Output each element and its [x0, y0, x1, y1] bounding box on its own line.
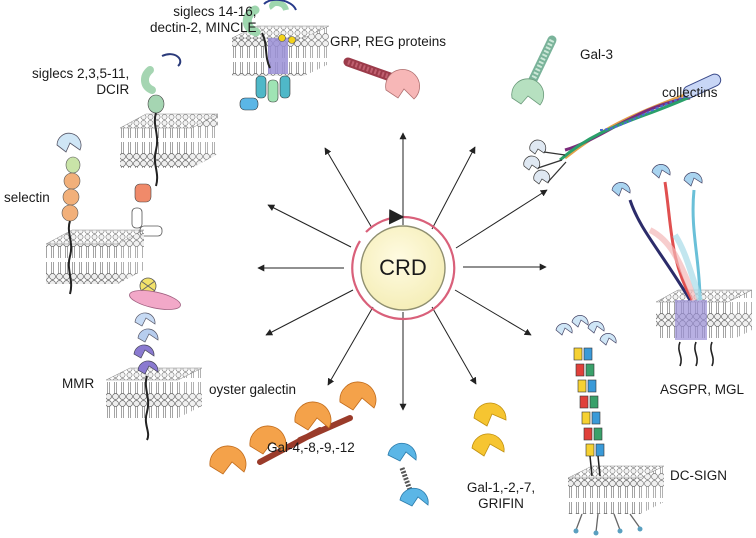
arrow-dcsign — [454, 289, 532, 336]
arrows — [257, 132, 548, 411]
siglec14-protein — [231, 0, 330, 111]
oyster-galectin-protein — [209, 381, 377, 475]
crd-center — [351, 209, 456, 321]
label-selectin: selectin — [4, 190, 50, 205]
label-grp-reg: GRP, REG proteins — [330, 34, 447, 49]
asgpr-protein — [611, 164, 753, 367]
arrow-collectins — [455, 189, 548, 249]
label-gal4: Gal-4,-8,-9,-12 — [267, 440, 355, 455]
label-gal1: Gal-1,-2,-7, GRIFIN — [466, 480, 536, 511]
label-dcsign: DC-SIGN — [670, 468, 727, 483]
label-siglecs-14-16: siglecs 14-16, dectin-2, MINCLE — [150, 4, 257, 35]
arrow-siglecs14 — [324, 147, 373, 229]
grp-protein — [343, 57, 420, 100]
label-gal3: Gal-3 — [580, 47, 614, 62]
arrow-gal3 — [431, 146, 476, 230]
siglec2-protein — [119, 53, 219, 237]
label-siglecs-2-11: siglecs 2,3,5-11, DCIR — [32, 66, 130, 97]
arrow-gal1 — [431, 306, 477, 385]
arrow-siglecs2 — [267, 204, 352, 248]
dcsign-protein — [555, 315, 665, 536]
label-oyster-galectin: oyster galectin — [209, 382, 297, 397]
selectin-protein — [45, 132, 145, 295]
arrow-oyster — [327, 306, 374, 386]
label-mmr: MMR — [62, 376, 95, 391]
mmr-protein — [105, 277, 203, 441]
gal1-protein — [471, 402, 507, 457]
collectins-protein — [523, 73, 722, 185]
crd-label: CRD — [379, 255, 427, 280]
gal4-protein — [387, 442, 429, 507]
gal3-protein — [511, 35, 557, 106]
label-collectins: collectins — [662, 85, 718, 100]
label-asgpr: ASGPR, MGL — [660, 382, 745, 397]
arrow-mmr — [265, 289, 354, 336]
